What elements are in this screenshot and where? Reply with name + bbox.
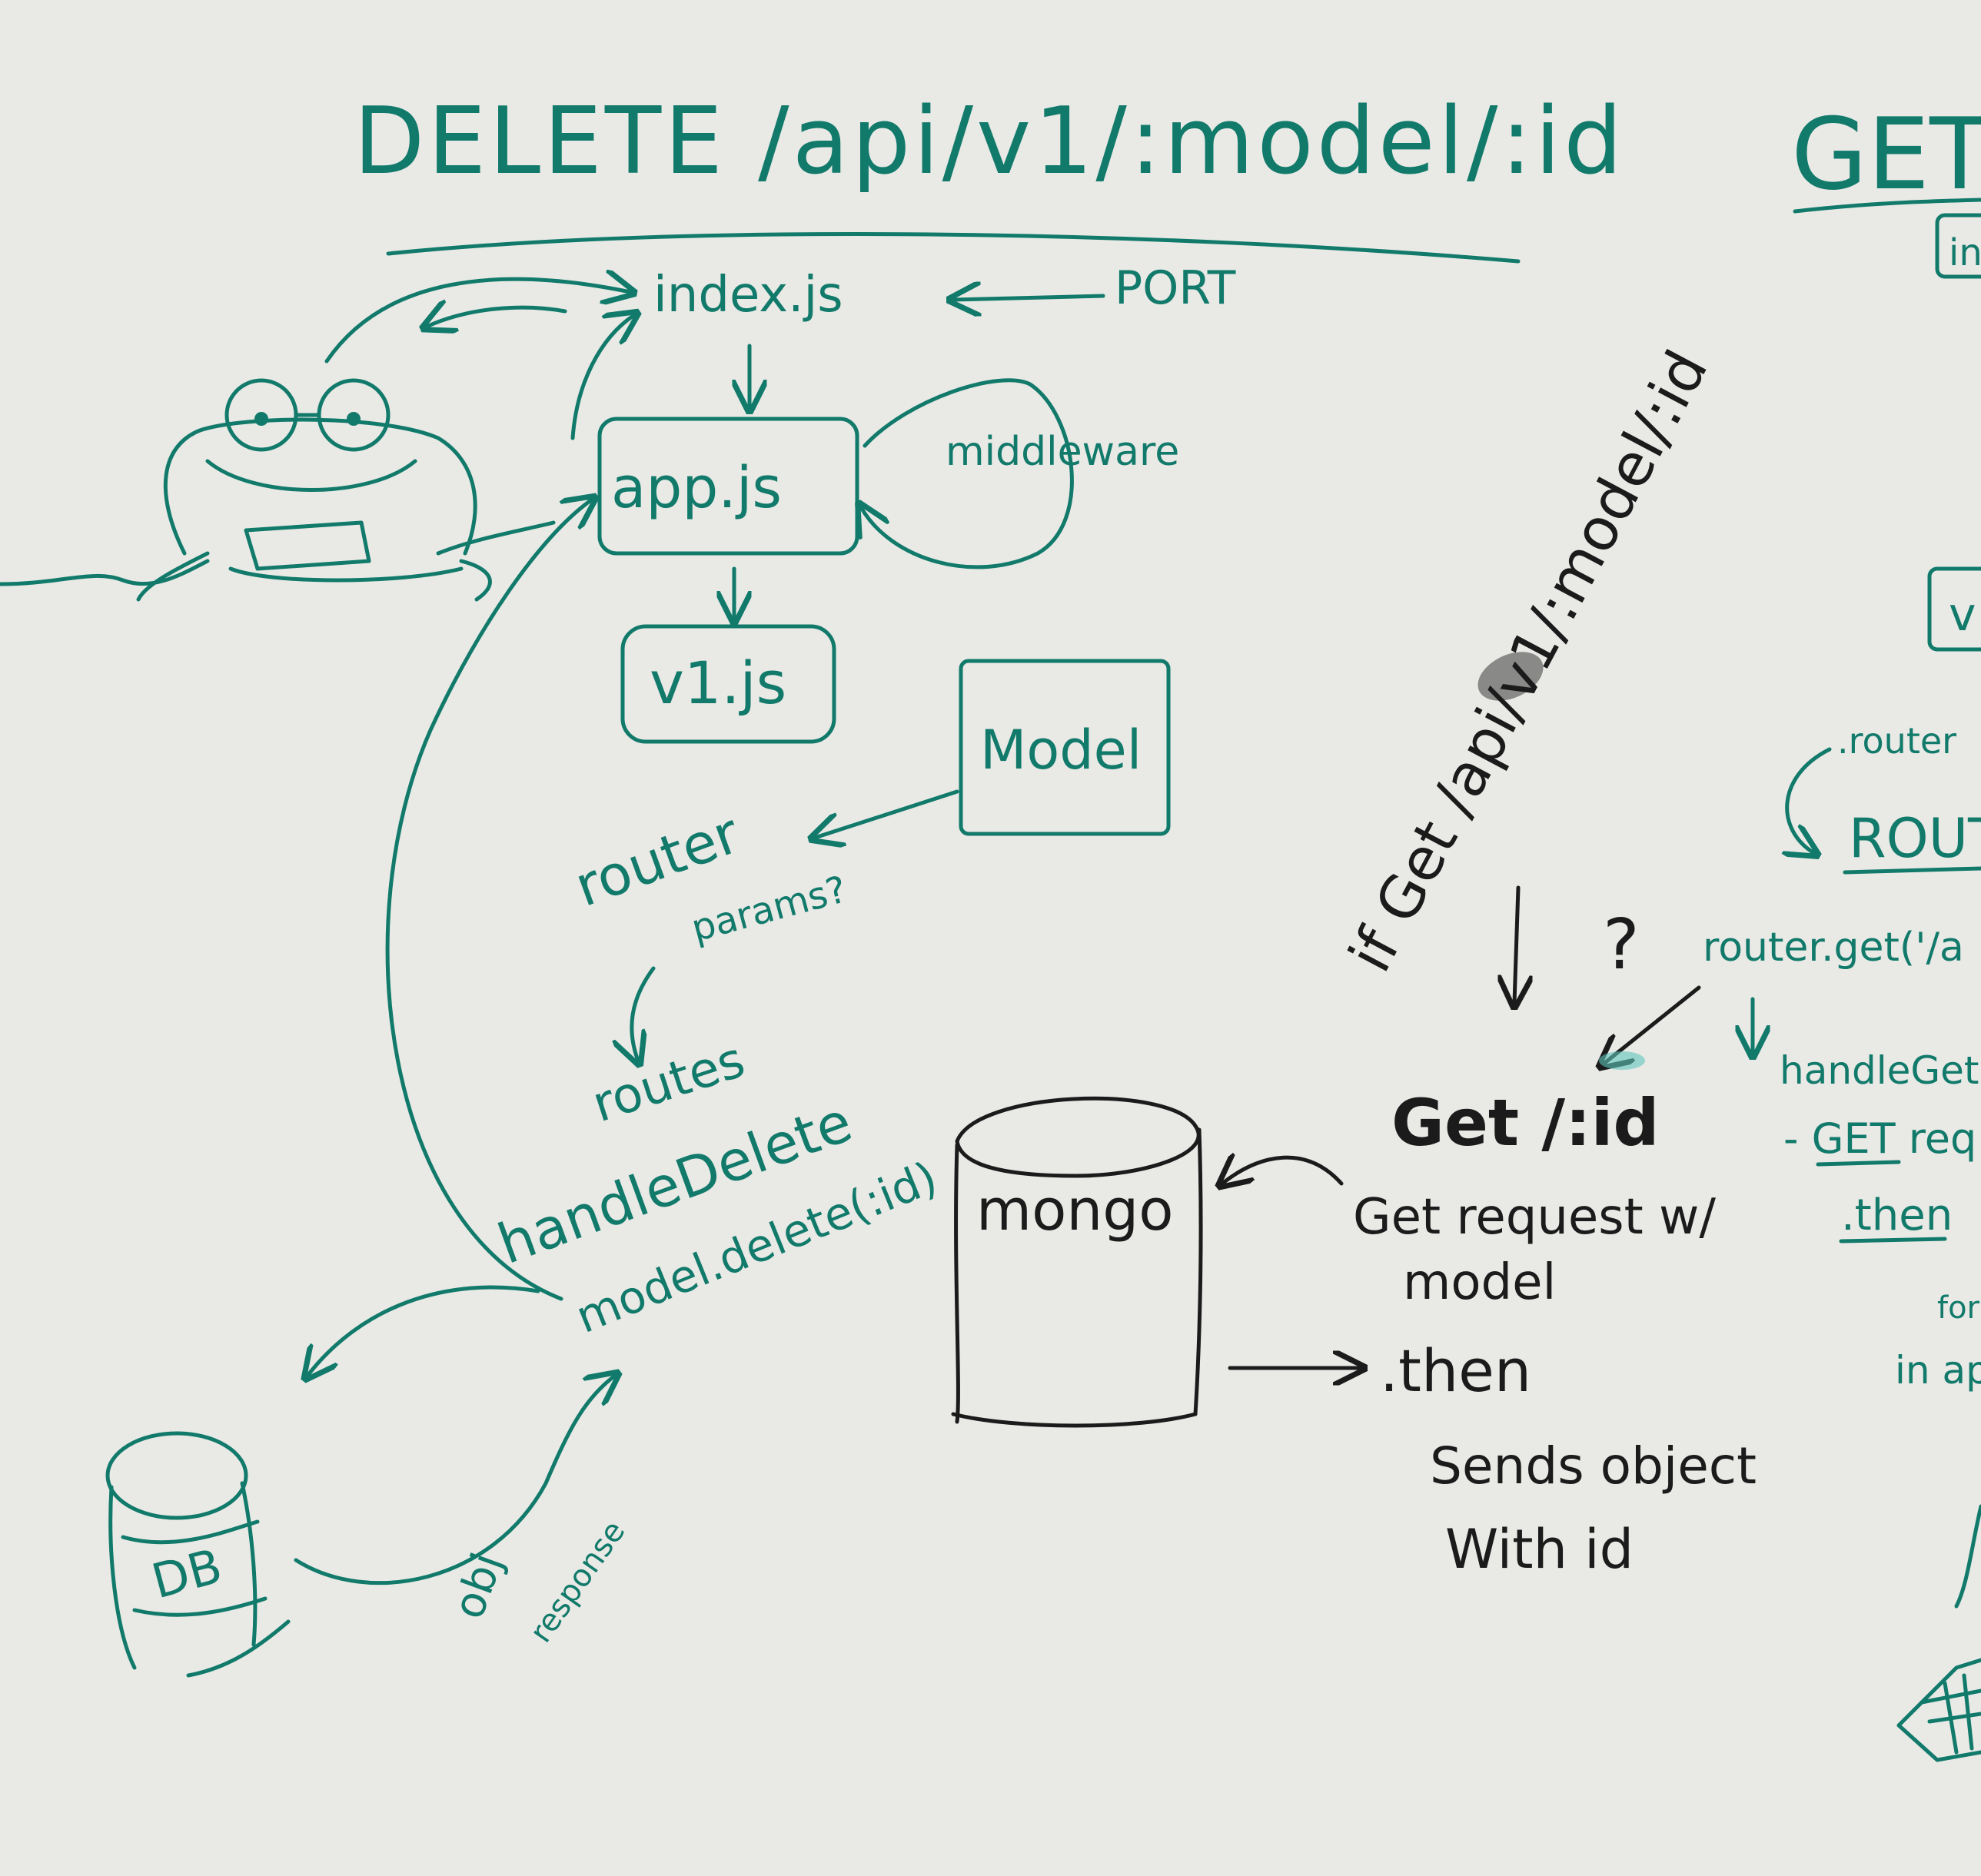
- right-then-underline: [1839, 1237, 1947, 1243]
- right-box-mid: [1927, 566, 1981, 652]
- right-then-label: .then: [1841, 1190, 1953, 1240]
- model-box: [959, 659, 1171, 836]
- mongo-label: mongo: [976, 1177, 1174, 1243]
- sends-label: Sends object: [1430, 1436, 1757, 1496]
- right-for-label: for: [1937, 1290, 1980, 1326]
- get-request-model-label: model: [1403, 1254, 1556, 1311]
- middleware-loop: [861, 378, 1074, 569]
- app-label: app.js: [611, 455, 782, 521]
- params-label: params?: [687, 868, 852, 950]
- router-to-routes-arrow: [632, 966, 656, 1061]
- db-to-delete-arrow: [294, 1376, 615, 1585]
- right-router-arrow: [1787, 747, 1832, 853]
- app-to-index-arrow: [570, 315, 634, 440]
- then-label: .then: [1380, 1336, 1531, 1405]
- with-id-label: With id: [1445, 1518, 1634, 1581]
- middleware-label: middleware: [946, 429, 1179, 475]
- right-routes-underline: [1843, 866, 1981, 875]
- right-box-top: [1935, 213, 1981, 279]
- get-req-underline: [1816, 1160, 1901, 1167]
- title-underline: [386, 232, 1521, 264]
- right-box-top-label: in: [1949, 231, 1981, 274]
- mongo-cylinder: [951, 1096, 1203, 1428]
- right-in-ap-label: in ap: [1895, 1348, 1981, 1393]
- if-get-label: if Get /api/v1/:model/:id: [1335, 340, 1720, 983]
- eraser-smudge: [1477, 652, 1544, 701]
- port-label: PORT: [1115, 261, 1236, 315]
- get-request-label: Get request w/: [1353, 1189, 1716, 1246]
- index-label: index.js: [653, 267, 843, 324]
- routes-label: routes: [586, 1031, 751, 1134]
- get-title: GET: [1791, 98, 1981, 212]
- right-router-get-label: router.get('/a: [1703, 925, 1964, 971]
- right-routes-label: ROUT: [1849, 807, 1981, 870]
- laptop-icon: [1896, 1504, 1981, 1762]
- right-box-mid-label: v: [1949, 588, 1976, 642]
- obj-label: obj: [444, 1546, 513, 1625]
- question-mark: ?: [1603, 905, 1640, 985]
- delete-to-app-arc: [385, 500, 592, 1301]
- db-label: DB: [146, 1538, 228, 1610]
- handle-get-label: handleGet: [1780, 1048, 1979, 1093]
- db-cylinder: [105, 1431, 291, 1678]
- teal-smudge: [1599, 1051, 1645, 1070]
- v1-box: [620, 624, 836, 744]
- get-req-label: - GET req: [1783, 1114, 1976, 1163]
- right-router-label: .router: [1837, 720, 1956, 762]
- index-to-frog-arrow: [427, 307, 567, 327]
- get-id-label: Get /:id: [1391, 1085, 1660, 1160]
- response-label: response: [524, 1515, 633, 1649]
- port-arrow: [953, 296, 1105, 300]
- get-title-underline: [1793, 198, 1981, 214]
- model-label: Model: [980, 719, 1142, 782]
- frog-to-index-arrow: [324, 279, 630, 364]
- request-to-mongo-arrow: [1222, 1157, 1344, 1184]
- frog-icon: [0, 378, 556, 602]
- model-to-router-arrow: [815, 789, 959, 838]
- app-box: [597, 417, 859, 556]
- delete-to-db-arrow: [307, 1285, 540, 1376]
- delete-title: DELETE /api/v1/:model/:id: [354, 88, 1625, 195]
- ifget-to-getid-arrow: [1514, 885, 1518, 1003]
- v1-label: v1.js: [650, 649, 786, 717]
